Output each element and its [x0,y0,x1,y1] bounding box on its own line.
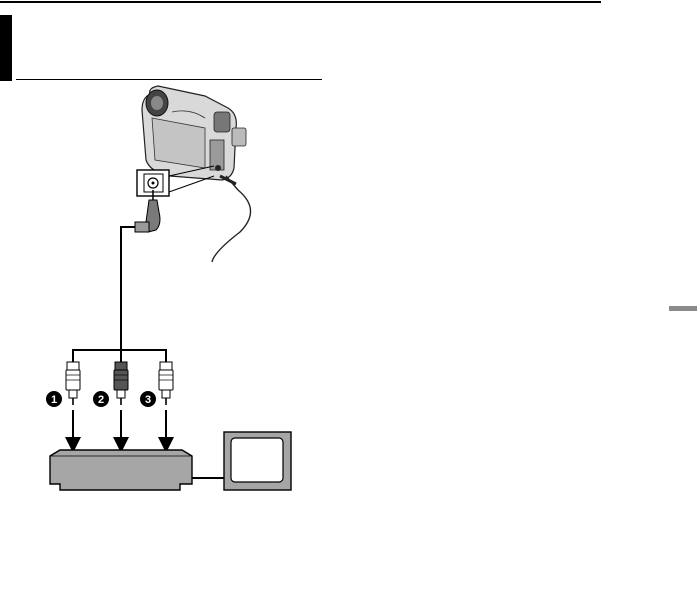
rca-plug-3-icon [159,362,173,405]
rca-plug-1-icon [66,362,80,405]
svg-text:1: 1 [51,394,57,406]
plug-marker-3: 3 [140,391,156,407]
av-cable [121,227,135,362]
power-cord [212,176,251,262]
plug-marker-2: 2 [93,391,109,407]
plug-marker-1: 1 [46,391,62,407]
tv-icon [224,432,291,490]
rca-plug-2-icon [114,362,128,405]
camcorder-icon [142,86,246,180]
vcr-icon [50,450,192,490]
svg-text:3: 3 [145,394,151,406]
svg-text:2: 2 [98,394,104,406]
